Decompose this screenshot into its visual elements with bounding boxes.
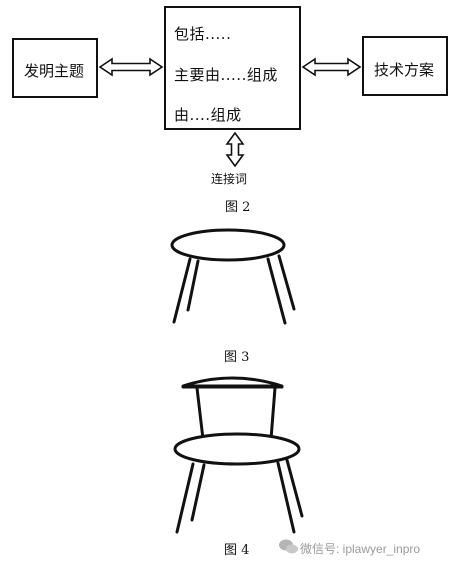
connector-label: 连接词 xyxy=(211,172,248,186)
consisting-mainly-of-text: 主要由.....组成 xyxy=(174,66,278,84)
comprising-text: 包括..... xyxy=(174,25,232,43)
leg-front-left-2 xyxy=(175,462,195,534)
leg-back-right-2 xyxy=(285,458,304,518)
wechat-icon xyxy=(279,539,298,554)
table-leg-back-right xyxy=(277,254,296,311)
invention-subject-label: 发明主题 xyxy=(24,62,85,80)
consisting-of-text: 由....组成 xyxy=(174,106,242,124)
table-top-2 xyxy=(173,432,301,466)
transition-phrase-box: 包括..... 主要由.....组成 由....组成 xyxy=(164,6,301,130)
post-right xyxy=(269,386,277,441)
invention-subject-box: 发明主题 xyxy=(12,38,98,98)
technical-solution-box: 技术方案 xyxy=(362,36,448,96)
figure-3-caption: 图 3 xyxy=(224,350,250,365)
table-leg-front-left xyxy=(172,257,192,324)
leg-back-left-2 xyxy=(190,463,206,522)
table-top xyxy=(170,228,286,262)
lid xyxy=(181,376,284,388)
vertical-double-arrow xyxy=(225,131,245,168)
leg-front-right-2 xyxy=(276,461,296,534)
figure-4-caption: 图 4 xyxy=(224,543,250,558)
technical-solution-label: 技术方案 xyxy=(374,61,435,79)
post-left xyxy=(195,386,205,441)
figure-2-caption: 图 2 xyxy=(225,200,251,215)
table-leg-front-right xyxy=(266,257,287,325)
table-leg-back-left xyxy=(186,259,200,312)
right-double-arrow xyxy=(301,57,362,77)
watermark-text: 微信号: iplawyer_inpro xyxy=(300,542,421,556)
left-double-arrow xyxy=(98,57,164,77)
table-with-lid-drawing xyxy=(173,376,304,534)
table-drawing xyxy=(170,228,296,325)
